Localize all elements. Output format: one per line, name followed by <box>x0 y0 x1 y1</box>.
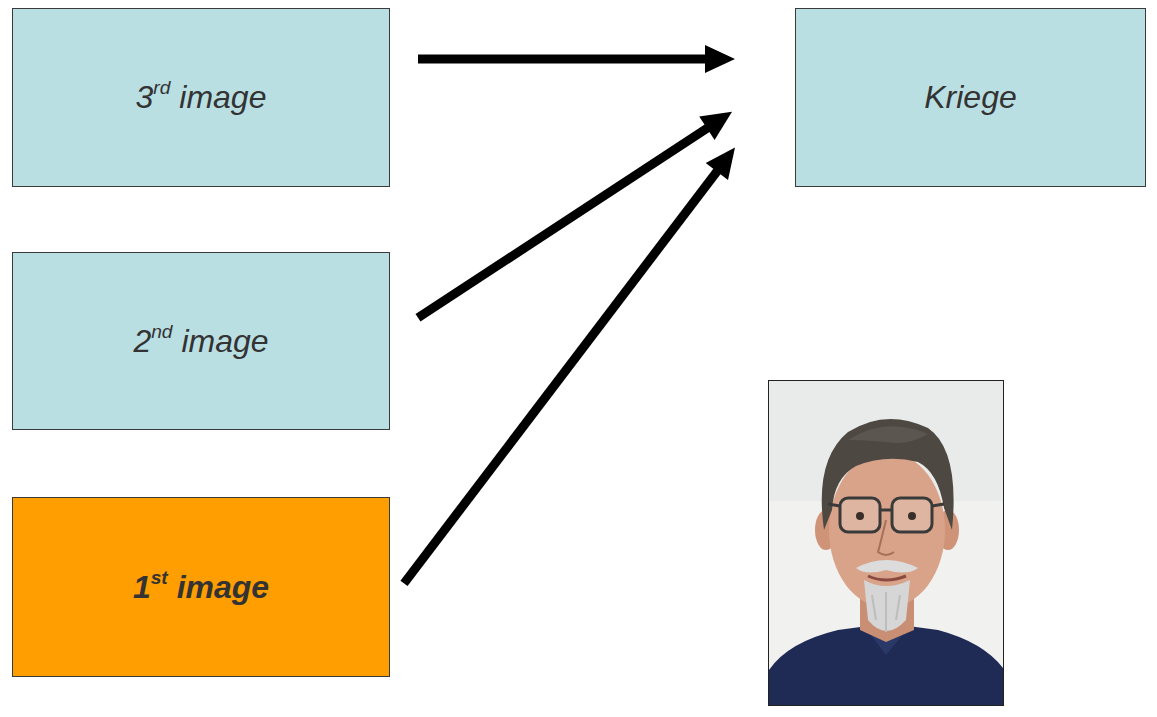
arrow-shaft <box>418 55 707 64</box>
ordinal-number: 3 <box>136 79 154 115</box>
arrow-shaft <box>404 170 718 583</box>
arrow-head <box>705 45 735 73</box>
image-box: Kriege <box>795 8 1146 187</box>
box-label: 1st image <box>133 568 269 606</box>
arrow-connector <box>418 45 735 73</box>
arrow-shaft <box>418 127 709 318</box>
arrow-connector <box>404 148 735 584</box>
label-word: image <box>173 323 269 359</box>
image-box: 1st image <box>12 497 390 677</box>
image-box: 2nd image <box>12 252 390 430</box>
box-label: 2nd image <box>133 322 268 360</box>
ordinal-number: 2 <box>133 323 151 359</box>
arrow-head <box>699 112 732 140</box>
ordinal-suffix: rd <box>153 77 170 98</box>
ordinal-suffix: nd <box>151 320 172 341</box>
arrow-head <box>706 148 735 180</box>
image-box: 3rd image <box>12 8 390 187</box>
label-word: image <box>168 569 269 605</box>
ordinal-suffix: st <box>151 566 168 587</box>
label-word: image <box>170 79 266 115</box>
ordinal-number: 1 <box>133 569 151 605</box>
box-label: Kriege <box>924 78 1017 116</box>
box-label: 3rd image <box>136 78 267 116</box>
portrait-photo <box>768 380 1004 706</box>
